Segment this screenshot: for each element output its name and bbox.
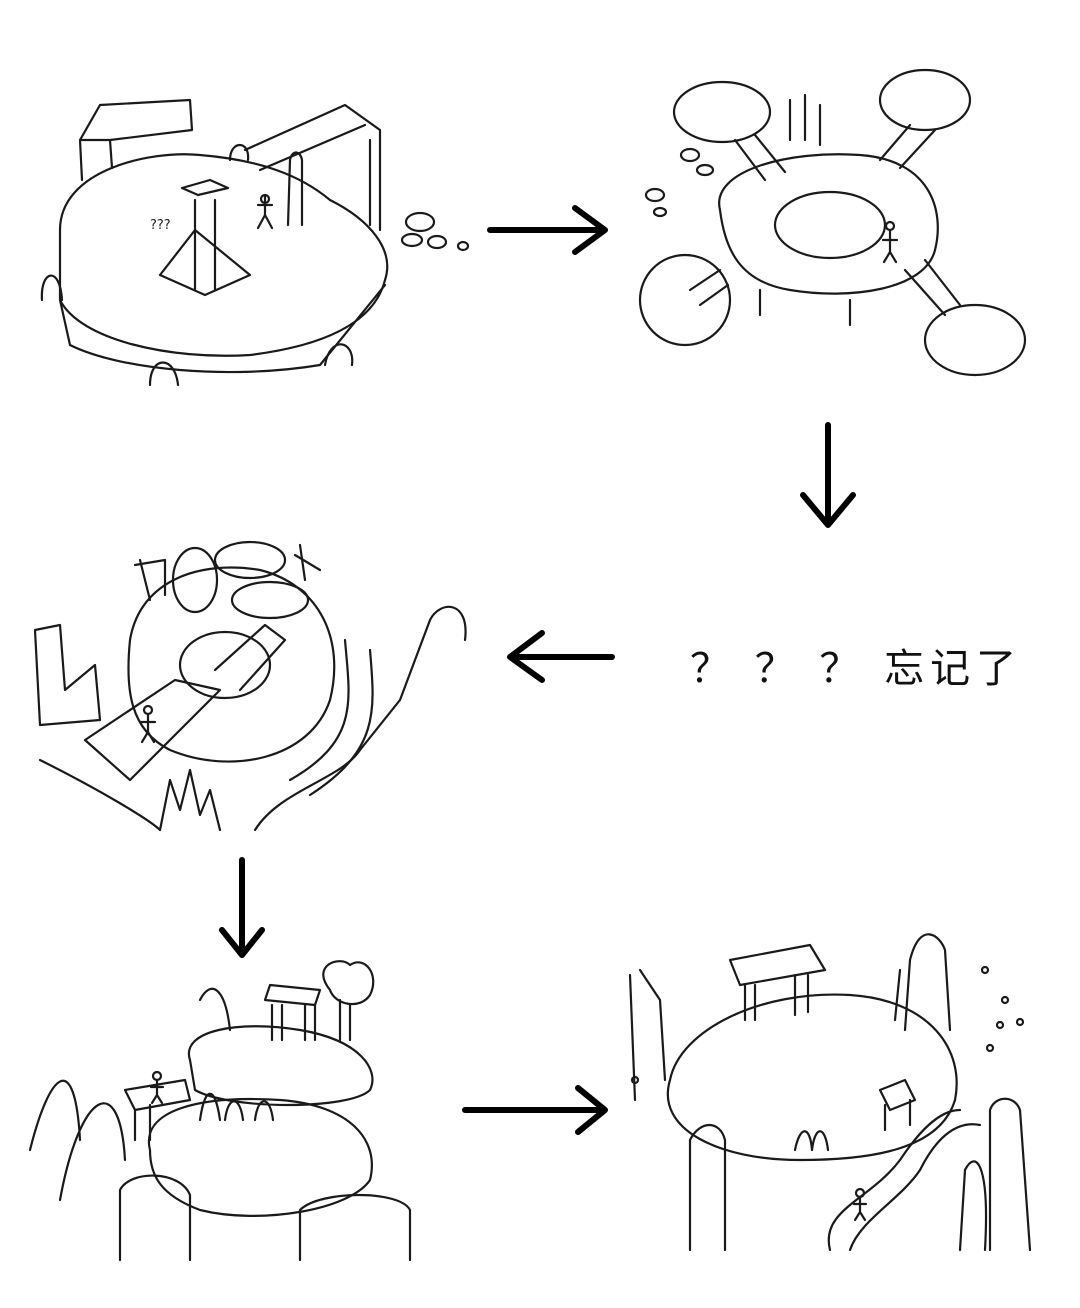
- arrow-left-middle: [507, 630, 615, 683]
- arrow-right-bottom: [462, 1085, 608, 1135]
- arrow-down-right: [800, 422, 856, 528]
- sketch-canyon-platform: [33, 540, 467, 832]
- sketch-floating-platform: [638, 68, 1027, 377]
- forgot-caption: ？ ？ ？ 忘记了: [690, 646, 1023, 692]
- arrow-right-top: [487, 205, 608, 255]
- sketch-cliff-pavilion: [628, 933, 1032, 1252]
- confused-label: ???: [150, 218, 171, 233]
- sketch-island-tower: [40, 98, 470, 387]
- arrow-down-left: [219, 857, 265, 958]
- sketch-mountain-gate: [28, 960, 412, 1262]
